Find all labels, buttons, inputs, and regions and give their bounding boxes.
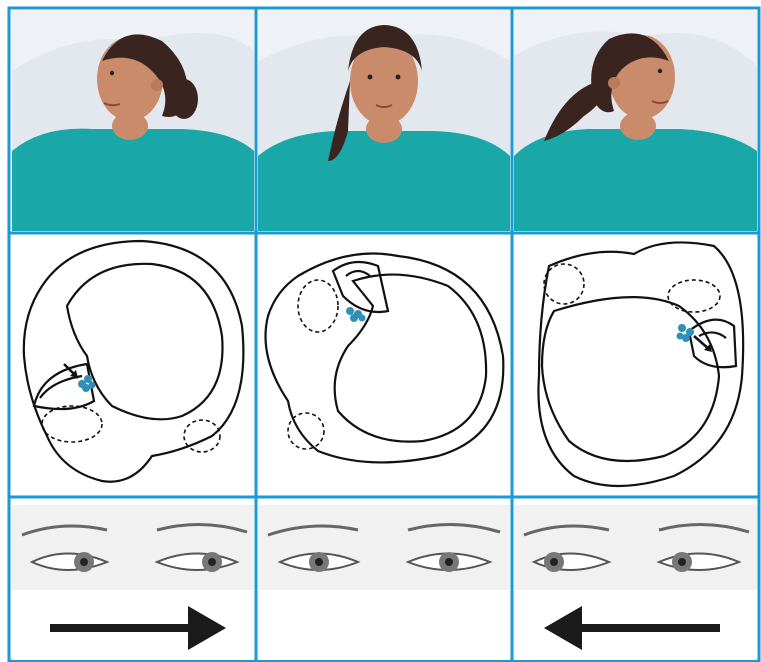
- eyes-sketch-left: [12, 500, 254, 660]
- arrow-left-icon: [544, 606, 720, 650]
- person-head-turned-left: [12, 11, 254, 231]
- eyes-center: [258, 500, 510, 660]
- photo-right: [514, 11, 757, 231]
- semicircular-canal-center: [258, 236, 510, 495]
- photo-left: [12, 11, 254, 231]
- eyes-sketch-right: [514, 500, 757, 660]
- eyes-arrow-right: [514, 500, 757, 660]
- person-head-facing-up: [258, 11, 510, 231]
- eyes-arrow-left: [12, 500, 254, 660]
- person-head-turned-right: [514, 11, 757, 231]
- arrow-right-icon: [50, 606, 226, 650]
- semicircular-canal-left: [12, 236, 254, 495]
- semicircular-canal-right: [514, 236, 757, 495]
- canal-diagram-left: [12, 236, 254, 495]
- photo-center: [258, 11, 510, 231]
- canal-diagram-right: [514, 236, 757, 495]
- eyes-sketch-center: [258, 500, 510, 660]
- canal-diagram-center: [258, 236, 510, 495]
